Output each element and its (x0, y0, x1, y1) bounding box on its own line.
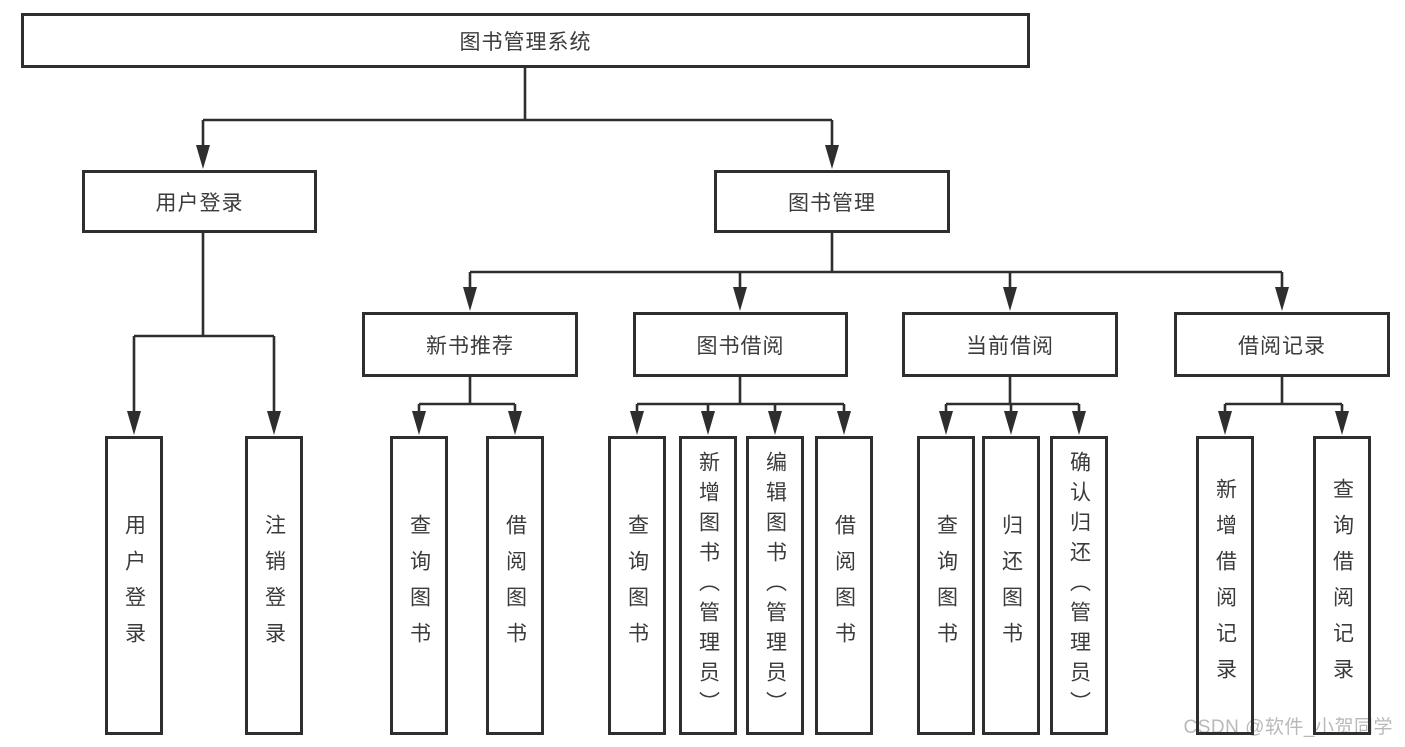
node-query-borrow-record: 查询借阅记录 (1313, 436, 1371, 735)
node-return-books: 归还图书 (982, 436, 1040, 735)
node-rec-borrow-books: 借阅图书 (486, 436, 544, 735)
node-label: 图书借阅 (696, 334, 785, 358)
node-bb-borrow-books: 借阅图书 (815, 436, 873, 735)
node-label: 用户登录 (122, 513, 146, 658)
node-new-book-recommendation: 新书推荐 (362, 312, 578, 377)
node-edit-books-admin: 编辑图书（管理员） (746, 436, 804, 735)
node-rec-query-books: 查询图书 (390, 436, 448, 735)
node-label: 新增借阅记录 (1213, 477, 1237, 694)
node-library-management-system: 图书管理系统 (21, 13, 1030, 68)
node-bb-query-books: 查询图书 (608, 436, 666, 735)
node-label: 查询图书 (934, 513, 958, 658)
tree-edges (132, 68, 1344, 418)
node-label: 图书管理系统 (459, 30, 592, 54)
node-current-borrowing: 当前借阅 (902, 312, 1118, 377)
node-label: 借阅记录 (1238, 334, 1326, 358)
node-user-login: 用户登录 (82, 170, 317, 233)
node-label: 注销登录 (262, 513, 286, 658)
node-label: 确认归还（管理员） (1067, 450, 1091, 721)
node-logout: 注销登录 (245, 436, 303, 735)
node-add-books-admin: 新增图书（管理员） (679, 436, 737, 735)
node-user-login-leaf: 用户登录 (105, 436, 163, 735)
node-label: 编辑图书（管理员） (763, 450, 787, 721)
node-label: 查询图书 (407, 513, 431, 658)
node-label: 借阅图书 (503, 513, 527, 658)
node-label: 图书管理 (788, 191, 876, 215)
node-label: 新书推荐 (426, 334, 514, 358)
node-cb-query-books: 查询图书 (917, 436, 975, 735)
node-label: 当前借阅 (966, 334, 1054, 358)
node-label: 用户登录 (155, 191, 244, 215)
node-borrowing-records: 借阅记录 (1174, 312, 1390, 377)
node-label: 归还图书 (999, 513, 1023, 658)
node-book-management: 图书管理 (714, 170, 950, 233)
node-label: 借阅图书 (832, 513, 856, 658)
node-confirm-return-admin: 确认归还（管理员） (1050, 436, 1108, 735)
node-label: 新增图书（管理员） (696, 450, 720, 721)
arrowheads (127, 145, 1349, 435)
node-label: 查询图书 (625, 513, 649, 658)
node-book-borrowing: 图书借阅 (633, 312, 848, 377)
node-label: 查询借阅记录 (1330, 477, 1354, 694)
node-add-borrow-record: 新增借阅记录 (1196, 436, 1254, 735)
